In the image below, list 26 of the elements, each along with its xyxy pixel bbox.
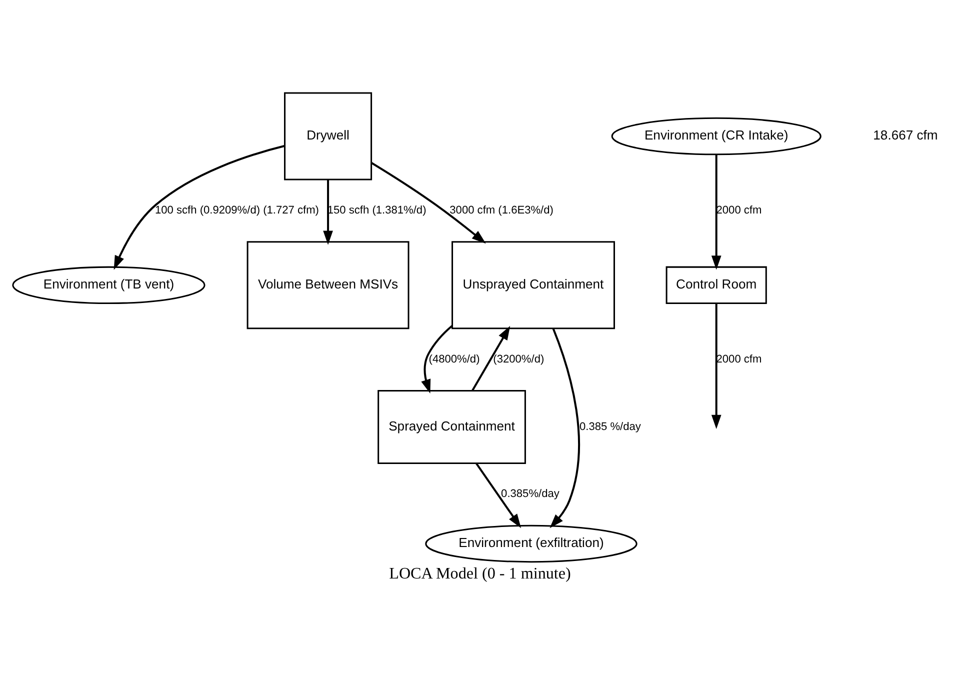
arrow xyxy=(114,144,285,270)
node-ellipse: Environment (TB vent) xyxy=(12,266,206,304)
arrow xyxy=(550,328,580,528)
node-ellipse: Environment (exfiltration) xyxy=(425,524,638,563)
arrow xyxy=(475,462,522,528)
edge-label: 3000 cfm (1.6E3%/d) xyxy=(450,204,554,217)
edge-label: 0.385 %/day xyxy=(580,420,641,433)
node-box: Volume Between MSIVs xyxy=(246,241,410,330)
node-box: Control Room xyxy=(666,266,767,304)
arrow xyxy=(711,303,722,429)
edge-label: (4800%/d) xyxy=(428,353,480,366)
node-ellipse: Environment (CR Intake) xyxy=(611,117,822,156)
arrow xyxy=(711,154,722,270)
edge-label: 100 scfh (0.9209%/d) (1.727 cfm) xyxy=(155,204,319,217)
edge-label: 150 scfh (1.381%/d) xyxy=(327,204,426,217)
edge-label: (3200%/d) xyxy=(493,353,544,366)
arrow xyxy=(472,326,510,391)
arrow xyxy=(323,180,333,245)
node-box: Sprayed Containment xyxy=(378,390,526,464)
arrow xyxy=(371,162,486,244)
node-box: Unsprayed Containment xyxy=(452,241,615,330)
label: 18.667 cfm xyxy=(873,128,938,143)
edge-label: 0.385%/day xyxy=(501,488,560,500)
node-box: Drywell xyxy=(284,92,372,180)
diagram-title: LOCA Model (0 - 1 minute) xyxy=(389,566,571,583)
arrow xyxy=(421,325,453,394)
